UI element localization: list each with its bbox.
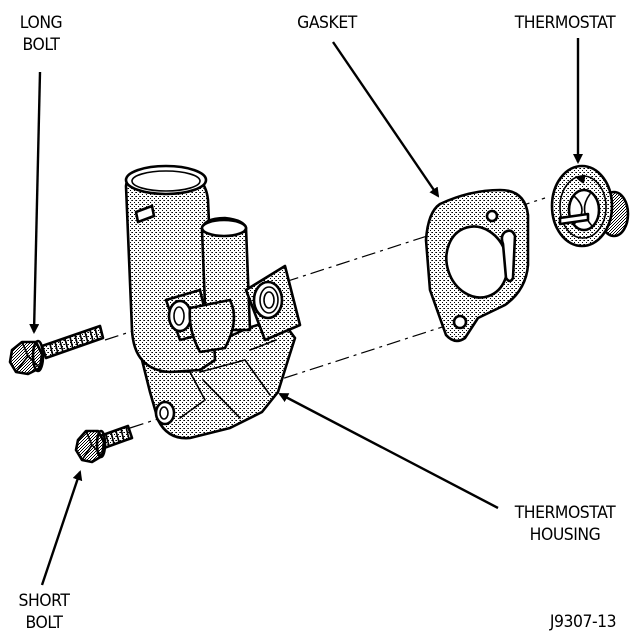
leader-long-bolt [29, 71, 42, 334]
label-thermostat-text: THERMOSTAT [514, 13, 616, 33]
leader-thermostat-housing [278, 392, 499, 510]
gasket-bleed-slot [500, 229, 517, 283]
leader-short-bolt [40, 470, 83, 586]
housing-rib [249, 339, 277, 351]
label-long-bolt: LONG BOLT [9, 12, 73, 56]
long-bolt-flange [31, 339, 45, 373]
label-gasket: GASKET [286, 12, 369, 34]
leader-gasket [332, 41, 440, 198]
leader-lines [29, 38, 583, 586]
housing-lug [188, 298, 236, 354]
thermostat-pin [558, 212, 590, 226]
housing-sensor-port-thread [263, 291, 275, 309]
label-thermostat-housing-line2: HOUSING [529, 525, 601, 545]
long-bolt-head-facet [15, 341, 41, 373]
gasket-lower-bolt-hole [452, 314, 468, 330]
housing-tube-slot [134, 204, 156, 224]
long-bolt-threads [49, 327, 99, 357]
housing-lower-bolt-bore [159, 406, 169, 420]
short-bolt-threads [105, 426, 130, 447]
thermostat [550, 164, 630, 248]
label-long-bolt-line2: BOLT [22, 35, 60, 55]
long-bolt-shank [40, 324, 105, 360]
housing-outlet-rim-inner [131, 170, 201, 192]
short-bolt-flange [95, 429, 107, 459]
short-bolt [74, 424, 134, 464]
gasket-upper-bolt-hole [485, 209, 499, 223]
label-short-bolt: SHORT BOLT [9, 590, 79, 634]
label-thermostat-housing: THERMOSTAT HOUSING [505, 502, 625, 546]
housing-left-boss-bore [173, 306, 185, 326]
label-short-bolt-line1: SHORT [18, 591, 70, 611]
housing-bypass-rim [200, 218, 248, 238]
label-short-bolt-line2: BOLT [25, 613, 63, 633]
label-gasket-text: GASKET [297, 13, 357, 33]
housing-left-boss-hole [167, 299, 193, 333]
label-thermostat: THERMOSTAT [505, 12, 625, 34]
long-bolt [8, 324, 105, 376]
housing-rib [199, 359, 271, 396]
label-long-bolt-line1: LONG [19, 13, 63, 33]
gasket [424, 188, 530, 343]
thermostat-housing [124, 164, 302, 440]
thermostat-jiggle-valve [576, 174, 586, 184]
label-thermostat-housing-line1: THERMOSTAT [514, 503, 616, 523]
housing-sensor-port-thread [259, 286, 279, 314]
housing-rib [202, 379, 241, 419]
housing-lower-bolt-hole [154, 400, 176, 426]
figure-id: J9307-13 [549, 612, 617, 632]
